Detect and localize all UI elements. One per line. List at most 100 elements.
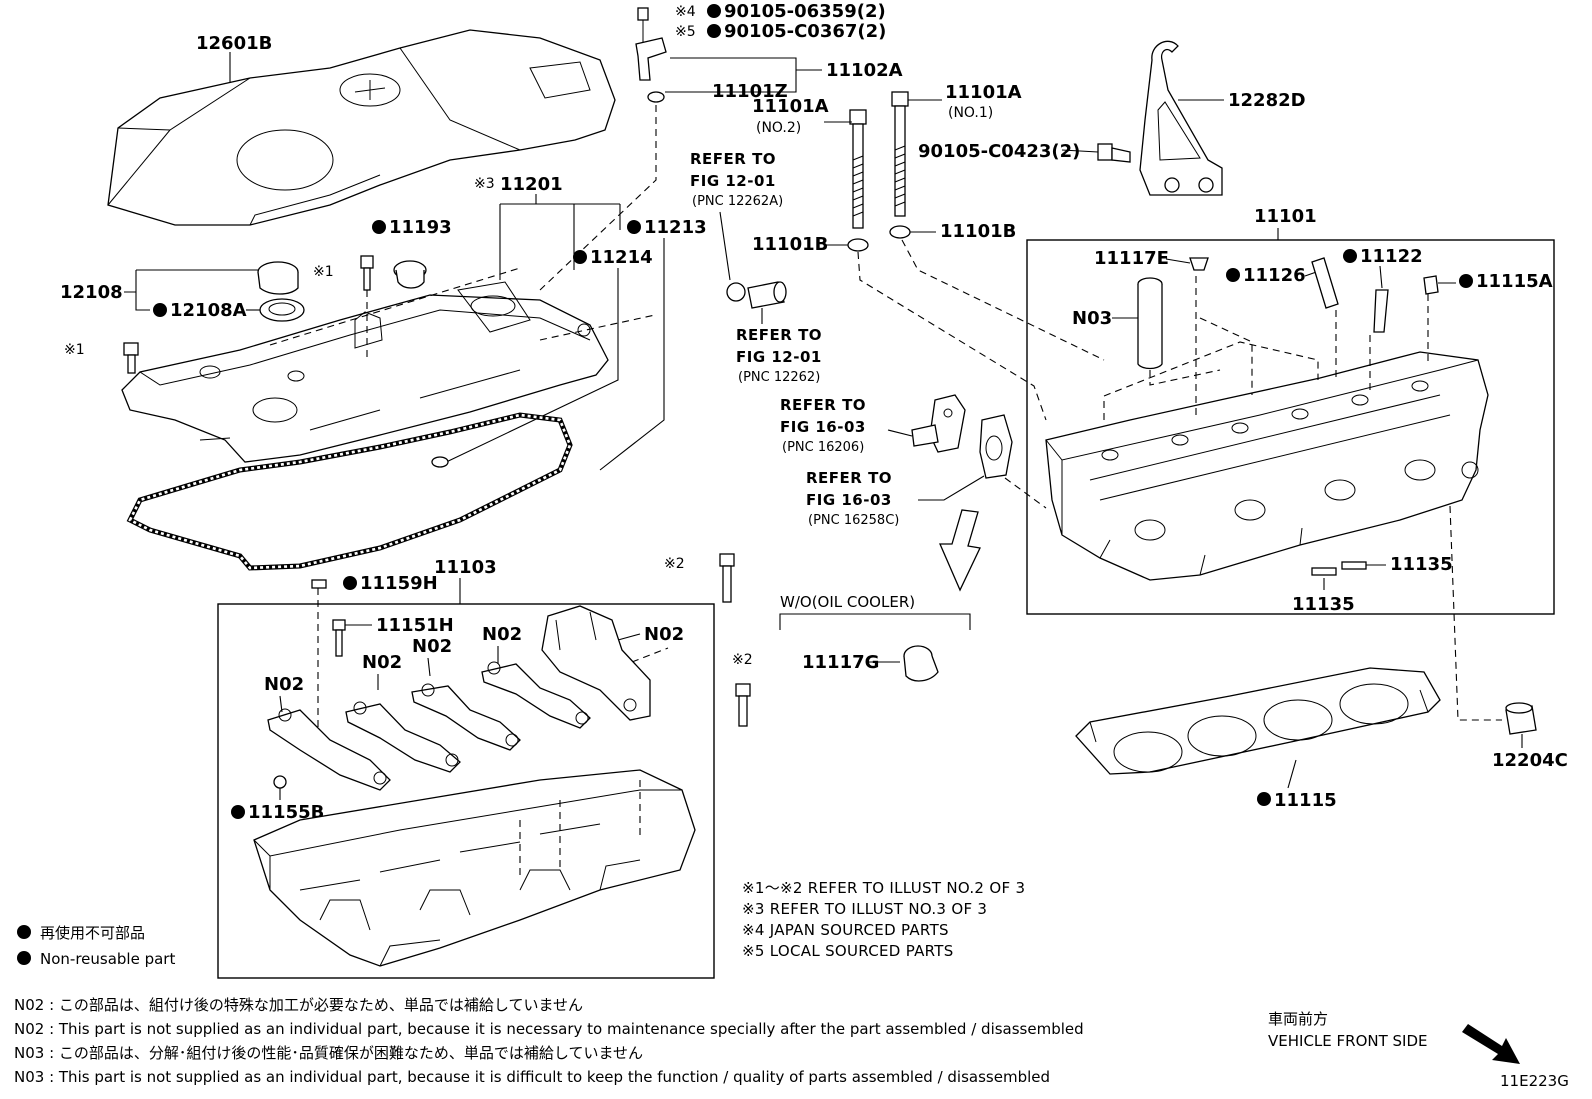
label-without-oil-cooler: W/O(OIL COOLER) — [780, 593, 915, 611]
label-12204C: 12204C — [1492, 750, 1568, 771]
label-11126: 11126 — [1243, 265, 1306, 286]
sleeve-N03 — [1137, 277, 1163, 370]
label-N02-e: N02 — [644, 624, 684, 645]
legend-dot-en — [17, 951, 31, 965]
nonreusable-dot — [1343, 249, 1357, 263]
ref-4-line2: FIG 16-03 — [806, 491, 892, 509]
housing-bolt-a — [719, 553, 735, 567]
camshaft-housing-box — [217, 603, 715, 979]
label-12282D: 12282D — [1228, 90, 1306, 111]
cover-bolt-a — [360, 255, 374, 269]
plug-12204C — [1505, 702, 1537, 735]
ref-3-line2: FIG 16-03 — [780, 418, 866, 436]
cylinder-head — [1045, 351, 1489, 581]
label-11101B-b: 11101B — [940, 221, 1016, 242]
nonreusable-dot — [707, 24, 721, 38]
note-mark-4: ※4 — [675, 4, 696, 20]
label-12108: 12108 — [60, 282, 123, 303]
nonreusable-dot — [153, 303, 167, 317]
note-mark-5: ※5 — [675, 24, 696, 40]
footnote-n02-jp: N02 : この部品は、組付け後の特殊な加工が必要なため、単品では補給していませ… — [14, 996, 583, 1014]
nonreusable-dot — [1257, 792, 1271, 806]
engine-cover — [107, 29, 616, 226]
label-11193: 11193 — [389, 217, 452, 238]
note-mark-2: ※2 — [664, 556, 685, 572]
label-11135-a: 11135 — [1390, 554, 1453, 575]
cap-gasket — [259, 298, 305, 322]
nonreusable-dot — [627, 220, 641, 234]
camshaft-bearing-cap-2 — [345, 701, 461, 773]
grommet — [431, 456, 449, 468]
camshaft-bearing-cap-4 — [481, 661, 591, 729]
camshaft-bearing-cap-1 — [267, 708, 391, 791]
label-11102A: 11102A — [826, 60, 903, 81]
cylinder-head-gasket — [1075, 667, 1441, 775]
pin-11122 — [1373, 289, 1389, 333]
head-bolt-no2 — [849, 109, 867, 229]
note-line-4: ※5 LOCAL SOURCED PARTS — [742, 942, 954, 960]
ref-4-line1: REFER TO — [806, 469, 892, 487]
ref-1-line1: REFER TO — [690, 150, 776, 168]
label-11101A-no1: 11101A — [945, 82, 1022, 103]
plug-11115A — [1423, 275, 1439, 295]
label-11115: 11115 — [1274, 790, 1337, 811]
assembly-direction-arrow — [939, 509, 981, 592]
label-11122: 11122 — [1360, 246, 1423, 267]
note-mark-2: ※2 — [732, 652, 753, 668]
oil-control-valve — [911, 394, 966, 453]
figure-id: 11E223G — [1500, 1072, 1569, 1090]
ref-1-line3: (PNC 12262A) — [692, 194, 783, 209]
head-bolt-no1 — [891, 91, 909, 217]
label-12108A: 12108A — [170, 300, 247, 321]
nonreusable-dot — [573, 250, 587, 264]
legend-dot-jp — [17, 925, 31, 939]
vehicle-front-jp: 車両前方 — [1268, 1010, 1328, 1028]
pin-11135-a — [1311, 567, 1337, 576]
footnote-n02-en: N02 : This part is not supplied as an in… — [14, 1020, 1084, 1038]
valve-gasket — [979, 414, 1013, 479]
footnote-n03-en: N03 : This part is not supplied as an in… — [14, 1068, 1050, 1086]
ref-2-line2: FIG 12-01 — [736, 348, 822, 366]
label-11155B: 11155B — [248, 802, 324, 823]
label-11201: 11201 — [500, 174, 563, 195]
ref-2-line3: (PNC 12262) — [738, 370, 820, 385]
pin-11135-b — [1341, 561, 1367, 570]
bolt-11151H — [332, 619, 346, 631]
nonreusable-dot — [1226, 268, 1240, 282]
label-11103: 11103 — [434, 557, 497, 578]
ref-2-line1: REFER TO — [736, 326, 822, 344]
camshaft-bearing-cap-front — [541, 605, 651, 721]
plug-11117E — [1189, 257, 1209, 271]
label-11159H: 11159H — [360, 573, 438, 594]
head-cover-gasket — [126, 412, 573, 571]
hanger-bolt — [1097, 143, 1131, 163]
label-11214: 11214 — [590, 247, 653, 268]
label-11135-b: 11135 — [1292, 594, 1355, 615]
cylinder-head-cover — [121, 281, 609, 463]
label-11117G: 11117G — [802, 652, 879, 673]
plug-11155B — [273, 775, 287, 789]
camshaft-housing — [253, 769, 696, 967]
label-N02-a: N02 — [264, 674, 304, 695]
washer-b — [889, 225, 911, 239]
label-11101: 11101 — [1254, 206, 1317, 227]
housing-bolt-b — [735, 683, 751, 697]
note-mark-1: ※1 — [313, 264, 334, 280]
label-no2: (NO.2) — [756, 120, 801, 136]
footnote-n03-jp: N03 : この部品は、分解･組付け後の性能･品質確保が困難なため、単品では補給… — [14, 1044, 643, 1062]
label-90105-C0367: 90105-C0367(2) — [724, 21, 886, 42]
note-line-3: ※4 JAPAN SOURCED PARTS — [742, 921, 949, 939]
label-11213: 11213 — [644, 217, 707, 238]
valve-guide-11126 — [1311, 257, 1339, 309]
note-mark-3: ※3 — [474, 176, 495, 192]
camshaft-bearing-cap-3 — [411, 683, 521, 751]
plug-11159H — [311, 579, 327, 589]
ref-3-line1: REFER TO — [780, 396, 866, 414]
label-11101B-a: 11101B — [752, 234, 828, 255]
hose-clamp — [726, 281, 787, 309]
note-mark-1: ※1 — [64, 342, 85, 358]
label-no1: (NO.1) — [948, 105, 993, 121]
ref-1-line2: FIG 12-01 — [690, 172, 776, 190]
label-N02-d: N02 — [482, 624, 522, 645]
note-line-1: ※1～※2 REFER TO ILLUST NO.2 OF 3 — [742, 879, 1025, 897]
